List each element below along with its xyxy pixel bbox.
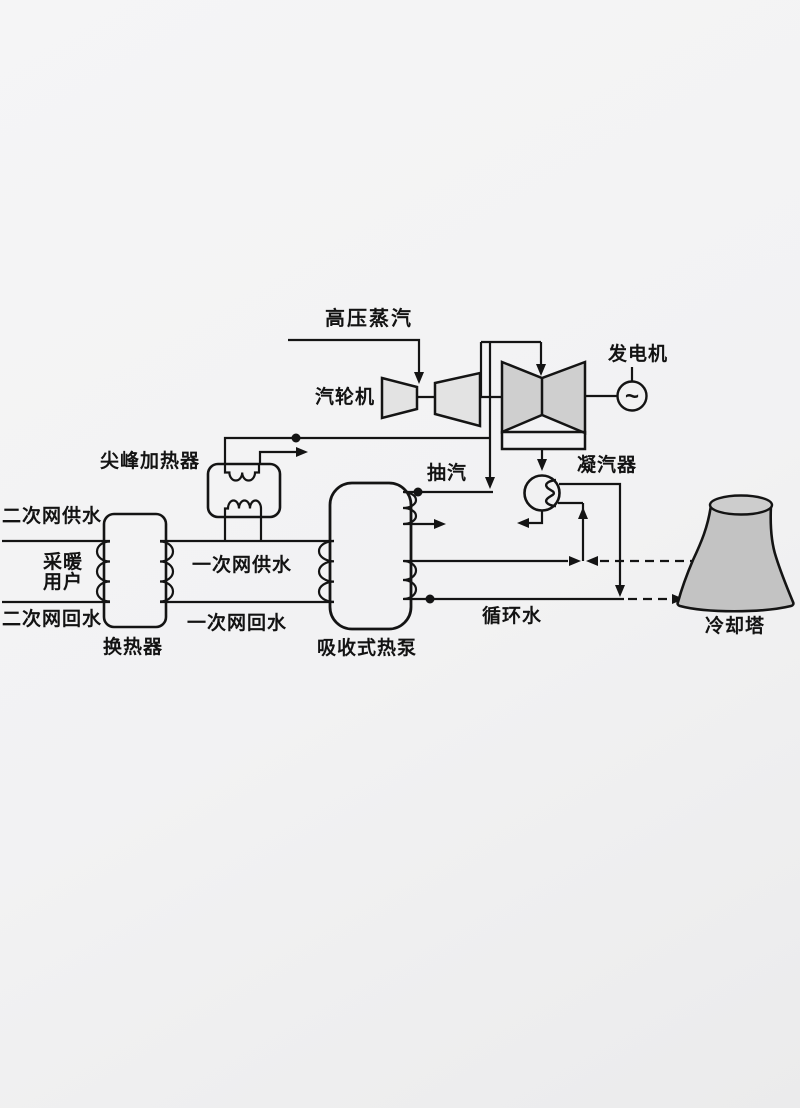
- label-generator: 发电机: [608, 344, 669, 365]
- heat-pump-left-coil: [317, 539, 335, 603]
- flow-arrows: [296, 364, 684, 604]
- arrow-tower-cold-left: [586, 556, 598, 566]
- label-primary-network-supply: 一次网供水: [192, 555, 293, 576]
- label-extraction-steam: 抽汽: [427, 463, 468, 484]
- heat-exchanger-left-coil: [95, 540, 111, 603]
- pipes: [2, 338, 634, 604]
- label-secondary-network-return: 二次网回水: [2, 609, 103, 630]
- peak-heater-top-coil: [223, 465, 261, 482]
- label-heating-users: 采暖 用户: [38, 553, 88, 593]
- arrow-exhaust-into-condenser: [537, 459, 547, 471]
- label-primary-network-return: 一次网回水: [187, 613, 288, 634]
- turbine-shaft: [417, 394, 617, 399]
- hp-turbine-section: [380, 376, 419, 420]
- heat-pump-top-right-coil: [402, 490, 418, 526]
- junction-dot: [413, 487, 423, 497]
- peak-heater-symbol: [206, 462, 282, 519]
- peak-heater-risers: [223, 517, 263, 541]
- cooling-tower-top: [708, 494, 774, 516]
- label-heat-exchanger: 换热器: [103, 637, 164, 658]
- label-high-pressure-steam: 高压蒸汽: [325, 308, 413, 330]
- label-heating-users-line2: 用户: [42, 572, 83, 593]
- arrow-extraction-down: [485, 477, 495, 489]
- junction-dot: [425, 594, 435, 604]
- condenser-coil: [545, 478, 557, 508]
- arrow-steam-into-hp-turbine: [414, 372, 424, 384]
- arrow-circ-supply-right: [569, 556, 581, 566]
- generator-tilde: ~: [625, 383, 639, 410]
- label-peak-heater: 尖峰加热器: [100, 451, 201, 472]
- label-steam-turbine: 汽轮机: [315, 387, 376, 408]
- label-absorption-heat-pump: 吸收式热泵: [317, 638, 418, 659]
- label-circulating-water: 循环水: [482, 606, 543, 627]
- arrow-steam-into-lp-turbine: [536, 364, 546, 376]
- steam-turbine-symbol: [380, 360, 587, 451]
- condenser-inlet-pipe: [558, 501, 585, 561]
- heat-exchanger-symbol: [95, 512, 175, 629]
- label-condenser: 凝汽器: [577, 455, 638, 476]
- arrow-peak-heater-drain: [296, 447, 308, 457]
- cooling-tower-symbol: [676, 494, 795, 613]
- condenser-symbol: [523, 474, 561, 512]
- cooling-tower-body: [676, 503, 795, 613]
- junction-dots: [291, 433, 435, 604]
- peak-heater-steam-branch: [223, 436, 490, 465]
- label-heating-users-line1: 采暖: [42, 552, 83, 573]
- condensate-pipe: [529, 510, 544, 525]
- lp-turbine-section: [500, 360, 587, 435]
- heat-exchanger-right-coil: [159, 540, 175, 603]
- hp-steam-pipe: [288, 338, 421, 372]
- arrow-condensate-left: [517, 518, 529, 528]
- arrow-up-into-condenser: [578, 507, 588, 519]
- condenser-outlet-pipe: [559, 482, 622, 585]
- arrow-heat-pump-drain: [434, 519, 446, 529]
- heat-pump-bottom-right-coil: [402, 559, 418, 601]
- ip-turbine-section: [433, 371, 482, 428]
- peak-heater-drain-pipe: [258, 450, 296, 465]
- dashed-water-lines: [600, 559, 696, 601]
- label-cooling-tower: 冷却塔: [705, 616, 766, 637]
- generator-symbol: ~: [616, 380, 648, 412]
- junction-dot: [291, 433, 301, 443]
- label-secondary-network-supply: 二次网供水: [2, 506, 103, 527]
- peak-heater-bottom-coil: [223, 499, 263, 516]
- arrow-condenser-out-down: [615, 585, 625, 597]
- absorption-heat-pump-symbol: [317, 481, 418, 631]
- lp-exhaust-hood: [500, 430, 587, 451]
